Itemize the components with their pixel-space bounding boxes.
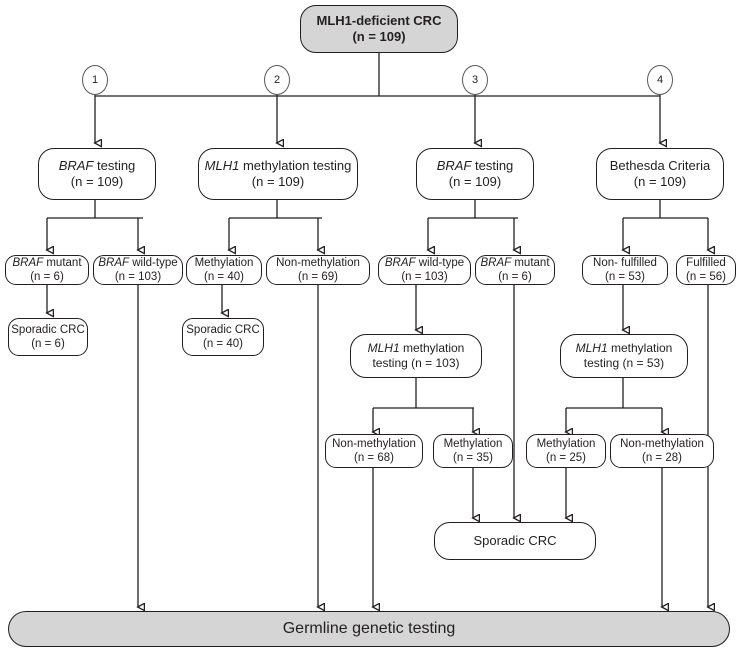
outcome-node-sporadic-crc-6-label: Sporadic CRC: [11, 323, 85, 336]
result-node-fulfilled-56-label: Fulfilled: [686, 256, 726, 269]
result-node-braf-wildtype-103-b-count: (n = 103): [401, 271, 448, 283]
strategy-node-1-label: BRAF testing: [59, 158, 136, 174]
branch-marker-2-label: 2: [273, 74, 281, 86]
result-node-fulfilled-56: Fulfilled (n = 56): [676, 255, 736, 285]
result-node-braf-wildtype-103-a: BRAF wild-type (n = 103): [93, 255, 183, 285]
test-node-mlh1-methylation-testing-103: MLH1 methylation testing (n = 103): [350, 334, 482, 378]
result-node-non-methylation-69-count: (n = 69): [298, 271, 338, 283]
result-node-braf-wildtype-103-b: BRAF wild-type (n = 103): [378, 255, 471, 285]
result-node-methylation-40-count: (n = 40): [204, 271, 244, 283]
result-node-non-methylation-69-label: Non-methylation: [276, 256, 360, 269]
result-node-braf-wildtype-103-b-gene: BRAF: [384, 256, 416, 269]
test-node-53-rest: methylation: [607, 341, 673, 355]
test-node-mlh1-methylation-testing-103-line2: testing (n = 103): [372, 356, 460, 370]
result-node-methylation-35-count: (n = 35): [453, 452, 493, 464]
result-node-braf-mutant-6-b-gene: BRAF: [480, 256, 512, 269]
test-node-103-rest: methylation: [399, 341, 465, 355]
result-node-methylation-25-label: Methylation: [536, 437, 596, 450]
result-node-fulfilled-56-count: (n = 56): [686, 271, 726, 283]
result-node-braf-mutant-6-label: BRAF mutant: [12, 256, 81, 270]
strategy-node-3-gene: BRAF: [436, 157, 472, 173]
result-node-braf-mutant-6-gene: BRAF: [12, 256, 44, 269]
result-node-methylation-25-count: (n = 25): [546, 452, 586, 464]
outcome-node-germline-genetic-testing-label: Germline genetic testing: [282, 620, 456, 637]
result-node-braf-wildtype-103-a-count: (n = 103): [114, 271, 162, 283]
result-node-non-methylation-68: Non-methylation (n = 68): [325, 434, 423, 468]
strategy-node-1-count: (n = 109): [70, 174, 124, 189]
branch-marker-1: 1: [82, 65, 108, 95]
branch-marker-4: 4: [647, 65, 673, 95]
strategy-node-4-bethesda-criteria: Bethesda Criteria (n = 109): [596, 148, 724, 200]
strategy-node-3-braf-testing: BRAF testing (n = 109): [416, 148, 534, 200]
result-node-non-methylation-68-count: (n = 68): [354, 452, 394, 464]
result-node-braf-wildtype-103-a-gene: BRAF: [98, 256, 130, 269]
result-node-non-methylation-68-label: Non-methylation: [332, 437, 416, 450]
test-node-mlh1-methylation-testing-103-line1: MLH1 methylation: [368, 341, 465, 356]
outcome-node-sporadic-crc-pooled: Sporadic CRC: [434, 522, 596, 560]
result-node-non-fulfilled-53-count: (n = 53): [605, 271, 645, 283]
test-node-mlh1-methylation-testing-53-line1: MLH1 methylation: [576, 341, 673, 356]
result-node-braf-mutant-6: BRAF mutant (n = 6): [5, 255, 89, 285]
result-node-non-fulfilled-53: Non- fulfilled (n = 53): [582, 255, 668, 285]
result-node-non-methylation-28-count: (n = 28): [642, 452, 682, 464]
strategy-node-2-gene: MLH1: [204, 157, 240, 173]
outcome-node-sporadic-crc-6-count: (n = 6): [31, 338, 65, 350]
strategy-node-1-braf-testing: BRAF testing (n = 109): [38, 148, 156, 200]
strategy-node-2-rest: methylation testing: [239, 157, 352, 173]
strategy-node-2-mlh1-methylation-testing: MLH1 methylation testing (n = 109): [198, 148, 358, 200]
result-node-braf-mutant-6-b-rest: mutant: [511, 256, 550, 269]
result-node-braf-mutant-6-b-label: BRAF mutant: [480, 256, 549, 270]
result-node-methylation-40-label: Methylation: [194, 256, 254, 269]
result-node-braf-wildtype-103-a-rest: wild-type: [129, 256, 178, 269]
outcome-node-sporadic-crc-40-label: Sporadic CRC: [186, 323, 260, 336]
strategy-node-3-rest: testing: [471, 157, 514, 173]
strategy-node-1-gene: BRAF: [58, 157, 94, 173]
result-node-braf-mutant-6-count: (n = 6): [30, 271, 64, 283]
strategy-node-3-count: (n = 109): [448, 174, 502, 189]
strategy-node-1-rest: testing: [93, 157, 136, 173]
strategy-node-3-label: BRAF testing: [437, 158, 514, 174]
result-node-methylation-35: Methylation (n = 35): [433, 434, 513, 468]
branch-marker-1-label: 1: [91, 74, 99, 86]
strategy-node-4-count: (n = 109): [633, 174, 687, 189]
outcome-node-sporadic-crc-pooled-label: Sporadic CRC: [473, 532, 557, 548]
result-node-methylation-25: Methylation (n = 25): [526, 434, 606, 468]
result-node-non-methylation-69: Non-methylation (n = 69): [266, 255, 370, 285]
root-node-mlh1-deficient-crc: MLH1-deficient CRC (n = 109): [300, 5, 458, 53]
test-node-103-gene: MLH1: [367, 341, 400, 355]
result-node-non-methylation-28: Non-methylation (n = 28): [610, 434, 714, 468]
test-node-53-gene: MLH1: [575, 341, 608, 355]
branch-marker-3: 3: [462, 65, 488, 95]
result-node-methylation-40: Methylation (n = 40): [186, 255, 262, 285]
result-node-braf-wildtype-103-b-rest: wild-type: [415, 256, 465, 269]
test-node-mlh1-methylation-testing-53-line2: testing (n = 53): [583, 356, 665, 370]
outcome-node-sporadic-crc-40-count: (n = 40): [203, 338, 243, 350]
root-node-line1: MLH1-deficient CRC: [316, 12, 442, 28]
test-node-mlh1-methylation-testing-53: MLH1 methylation testing (n = 53): [560, 334, 688, 378]
outcome-node-germline-genetic-testing: Germline genetic testing: [8, 611, 730, 647]
result-node-braf-wildtype-103-b-label: BRAF wild-type: [385, 256, 464, 270]
strategy-node-4-label: Bethesda Criteria: [609, 157, 711, 173]
branch-marker-4-label: 4: [656, 74, 664, 86]
outcome-node-sporadic-crc-40: Sporadic CRC (n = 40): [182, 318, 264, 356]
result-node-braf-wildtype-103-a-label: BRAF wild-type: [98, 256, 177, 270]
result-node-braf-mutant-6-rest: mutant: [43, 256, 82, 269]
result-node-methylation-35-label: Methylation: [443, 437, 503, 450]
root-node-count: (n = 109): [352, 29, 406, 44]
result-node-braf-mutant-6-b-count: (n = 6): [498, 271, 532, 283]
result-node-braf-mutant-6-b: BRAF mutant (n = 6): [475, 255, 555, 285]
result-node-non-fulfilled-53-label: Non- fulfilled: [593, 256, 657, 269]
strategy-node-2-label: MLH1 methylation testing: [205, 158, 352, 174]
result-node-non-methylation-28-label: Non-methylation: [620, 437, 704, 450]
branch-marker-2: 2: [264, 65, 290, 95]
branch-marker-3-label: 3: [471, 74, 479, 86]
strategy-node-2-count: (n = 109): [251, 174, 305, 189]
outcome-node-sporadic-crc-6: Sporadic CRC (n = 6): [8, 318, 88, 356]
